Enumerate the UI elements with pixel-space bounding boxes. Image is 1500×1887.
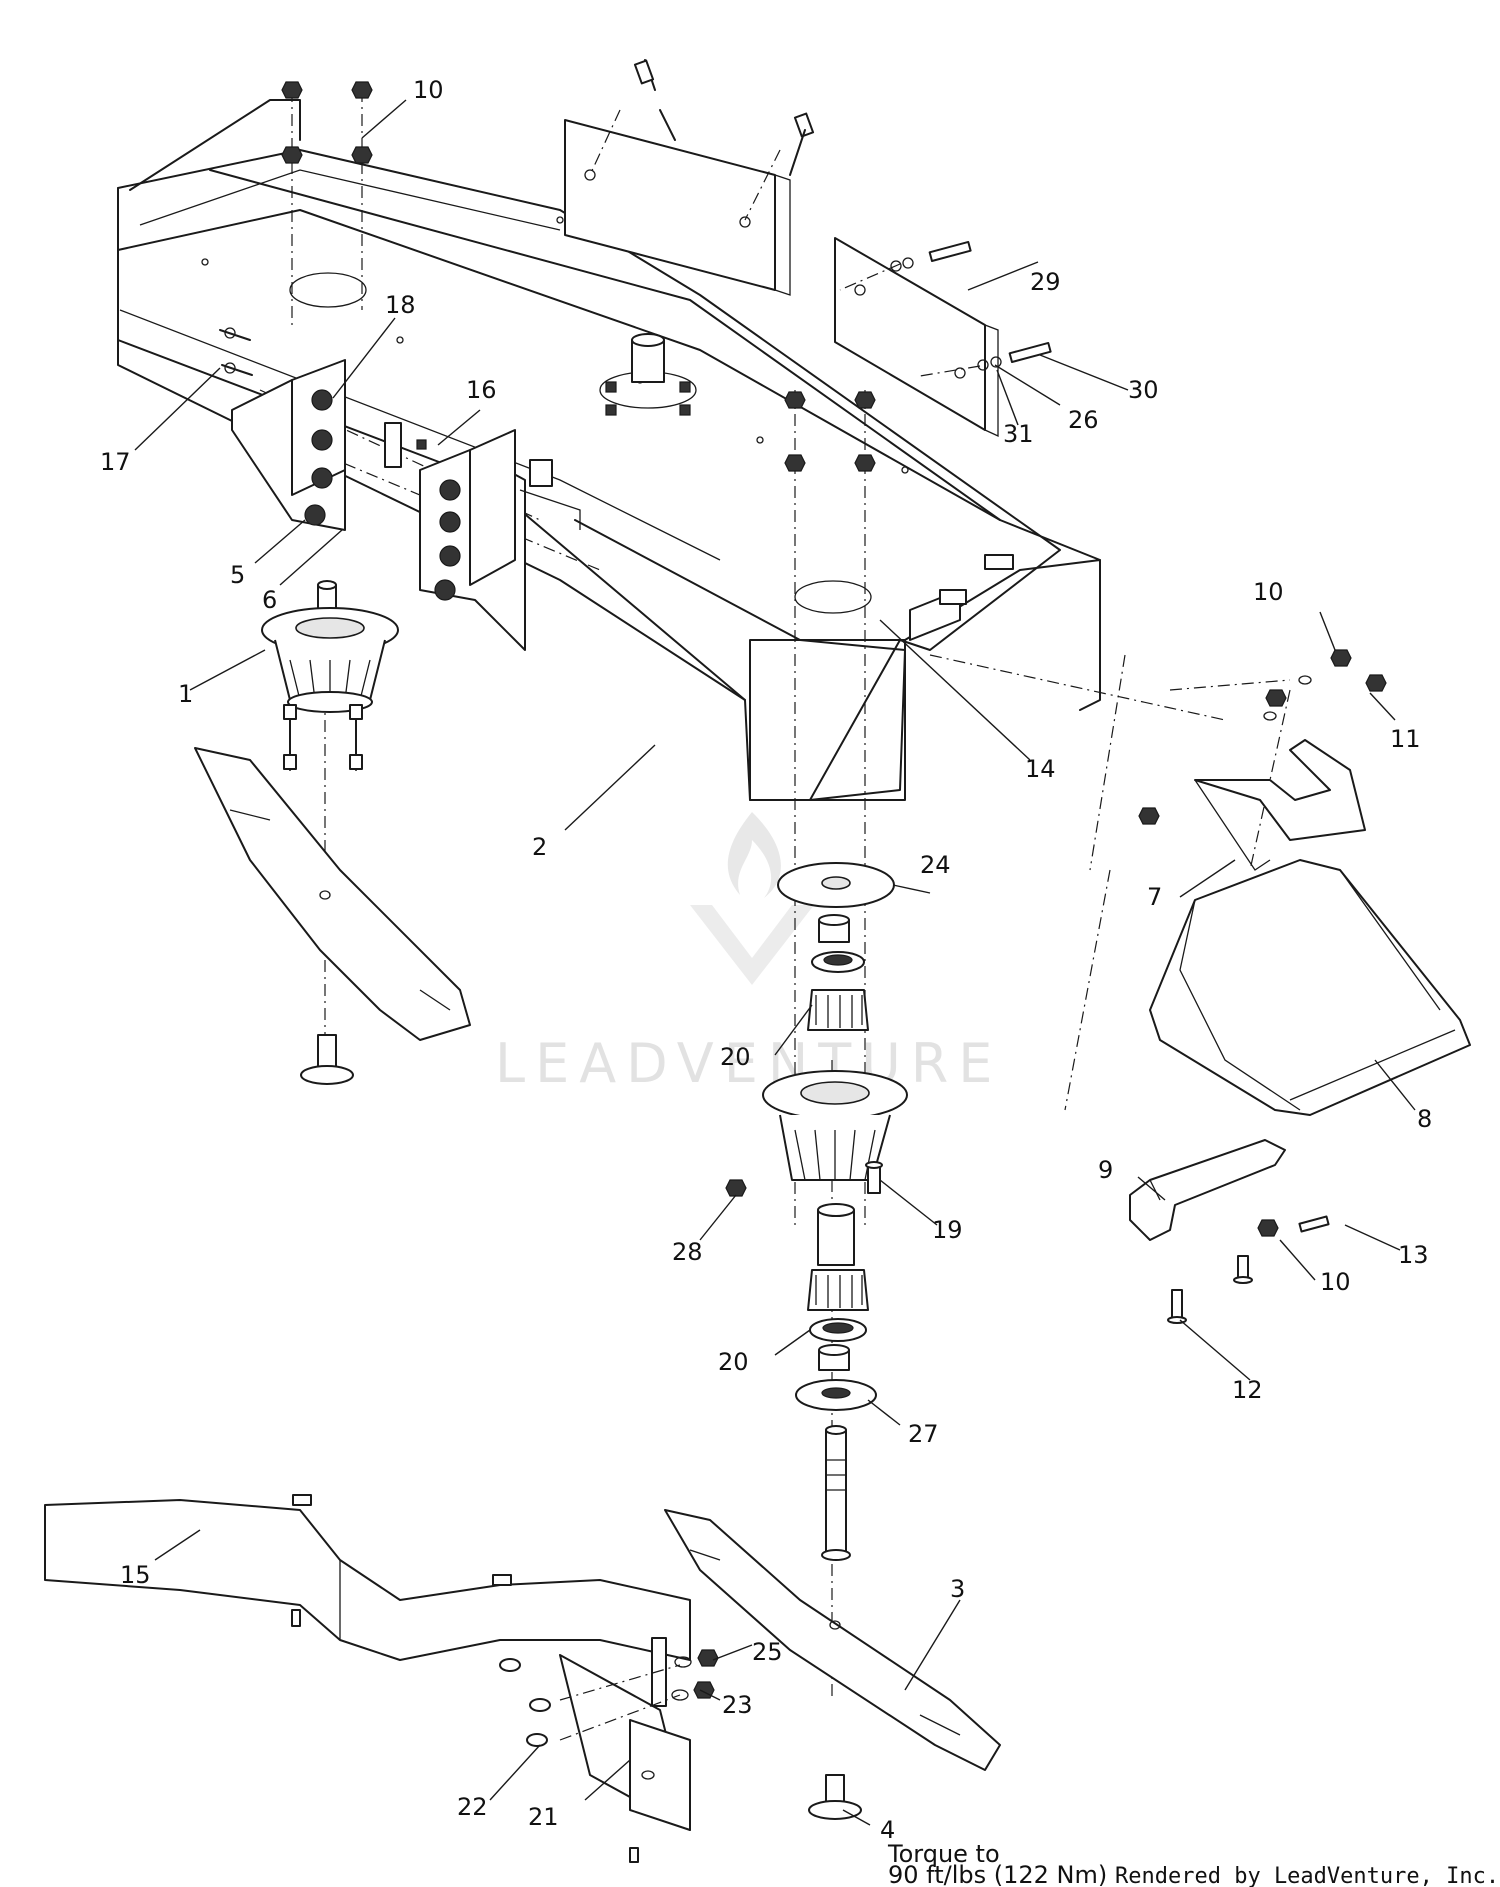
baffle-plate-rear — [564, 119, 791, 296]
hinge-bracket — [909, 554, 1014, 641]
torque-note-line1: Torque to — [887, 1840, 1000, 1868]
spindle-shaft — [821, 1425, 851, 1561]
chute-hardware — [1167, 649, 1387, 1324]
callout-27: 27 — [908, 1420, 939, 1448]
seal-washer-27 — [795, 1379, 877, 1411]
callout-12: 12 — [1232, 1376, 1263, 1404]
callout-8: 8 — [1417, 1105, 1432, 1133]
baffle-plate-side — [834, 237, 999, 438]
left-spindle-assembly — [261, 580, 399, 771]
callout-10-deflector: 10 — [1320, 1268, 1351, 1296]
deck-hole — [756, 436, 764, 444]
torque-note-line2: 90 ft/lbs (122 Nm) — [888, 1861, 1107, 1887]
bearing-race-upper-20 — [811, 951, 865, 973]
callout-16: 16 — [466, 376, 497, 404]
callout-7: 7 — [1147, 883, 1162, 911]
callout-20-upper: 20 — [720, 1043, 751, 1071]
spacer-tube — [817, 1203, 855, 1266]
callout-21: 21 — [528, 1803, 559, 1831]
torque-note: Torque to 90 ft/lbs (122 Nm) — [887, 1840, 1107, 1887]
callout-29: 29 — [1030, 268, 1061, 296]
grease-fitting-28 — [725, 1179, 747, 1197]
left-mower-blade — [194, 747, 471, 1041]
callout-28: 28 — [672, 1238, 703, 1266]
callout-1: 1 — [178, 680, 193, 708]
bearing-cone-lower — [807, 1269, 869, 1311]
deck-nose-block — [749, 639, 906, 801]
deck-gearbox — [599, 333, 697, 416]
leadventure-watermark: LEADVENTURE — [495, 812, 1002, 1095]
blade-bolt-4 — [808, 1774, 862, 1820]
chute-deflector-9 — [1129, 1139, 1286, 1241]
callout-30: 30 — [1128, 376, 1159, 404]
callout-23: 23 — [722, 1691, 753, 1719]
callout-14: 14 — [1025, 755, 1056, 783]
deck-right-skirt — [904, 559, 1101, 711]
bolt-19 — [865, 1161, 883, 1194]
callout-11: 11 — [1390, 725, 1421, 753]
deck-inner-line — [139, 169, 561, 231]
center-spindle-housing — [762, 1070, 908, 1181]
deck-hex-nuts — [281, 81, 876, 472]
callout-9: 9 — [1098, 1156, 1113, 1184]
callout-24: 24 — [920, 851, 951, 879]
discharge-chute-8 — [1149, 859, 1471, 1116]
callout-numbers: 10 10 10 1 2 3 4 5 6 7 8 9 11 12 13 14 1… — [100, 76, 1432, 1844]
deck-left-rail — [129, 99, 301, 191]
callout-18: 18 — [385, 291, 416, 319]
spindle-washer-24 — [777, 862, 895, 908]
center-spindle-hole — [794, 580, 872, 614]
render-credit: Rendered by LeadVenture, Inc. — [1115, 1864, 1499, 1887]
deck-hole — [901, 466, 909, 474]
spindle-mount-bracket-right — [419, 429, 581, 651]
center-mower-blade — [664, 1509, 1001, 1771]
spacer-upper — [818, 914, 850, 943]
watermark-flame-icon — [727, 812, 781, 898]
baffle-bolts — [589, 59, 1052, 377]
left-spindle-hole — [289, 272, 367, 308]
chute-bracket-7 — [1138, 739, 1366, 871]
bearing-cone-upper — [807, 989, 869, 1031]
callout-22: 22 — [457, 1793, 488, 1821]
callout-19: 19 — [932, 1216, 963, 1244]
spindle-mount-bracket-left — [231, 359, 427, 531]
skirt-bracket-21 — [559, 1637, 691, 1831]
spacer-lower — [818, 1344, 850, 1371]
callout-13: 13 — [1398, 1241, 1429, 1269]
deck-hole — [201, 258, 209, 266]
callout-3: 3 — [950, 1575, 965, 1603]
deck-hole — [556, 216, 564, 224]
callout-6: 6 — [262, 586, 277, 614]
bearing-race-lower-20 — [809, 1318, 867, 1342]
watermark-text: LEADVENTURE — [495, 1032, 1002, 1095]
deck-side-line — [119, 309, 721, 561]
deck-hole — [396, 336, 404, 344]
bracket-bolts-17 — [219, 327, 253, 376]
callout-10-chute: 10 — [1253, 578, 1284, 606]
callout-leaders — [134, 99, 1416, 1826]
callout-5: 5 — [230, 561, 245, 589]
callout-20-lower: 20 — [718, 1348, 749, 1376]
deck-left-skirt — [117, 249, 746, 701]
callout-17: 17 — [100, 448, 131, 476]
callout-4: 4 — [880, 1816, 895, 1844]
watermark-v-icon — [690, 905, 814, 985]
callout-31: 31 — [1003, 420, 1034, 448]
callout-10-top: 10 — [413, 76, 444, 104]
left-blade-washer — [300, 1034, 354, 1085]
callout-2: 2 — [532, 833, 547, 861]
callout-15: 15 — [120, 1561, 151, 1589]
callout-26: 26 — [1068, 406, 1099, 434]
callout-25: 25 — [752, 1638, 783, 1666]
